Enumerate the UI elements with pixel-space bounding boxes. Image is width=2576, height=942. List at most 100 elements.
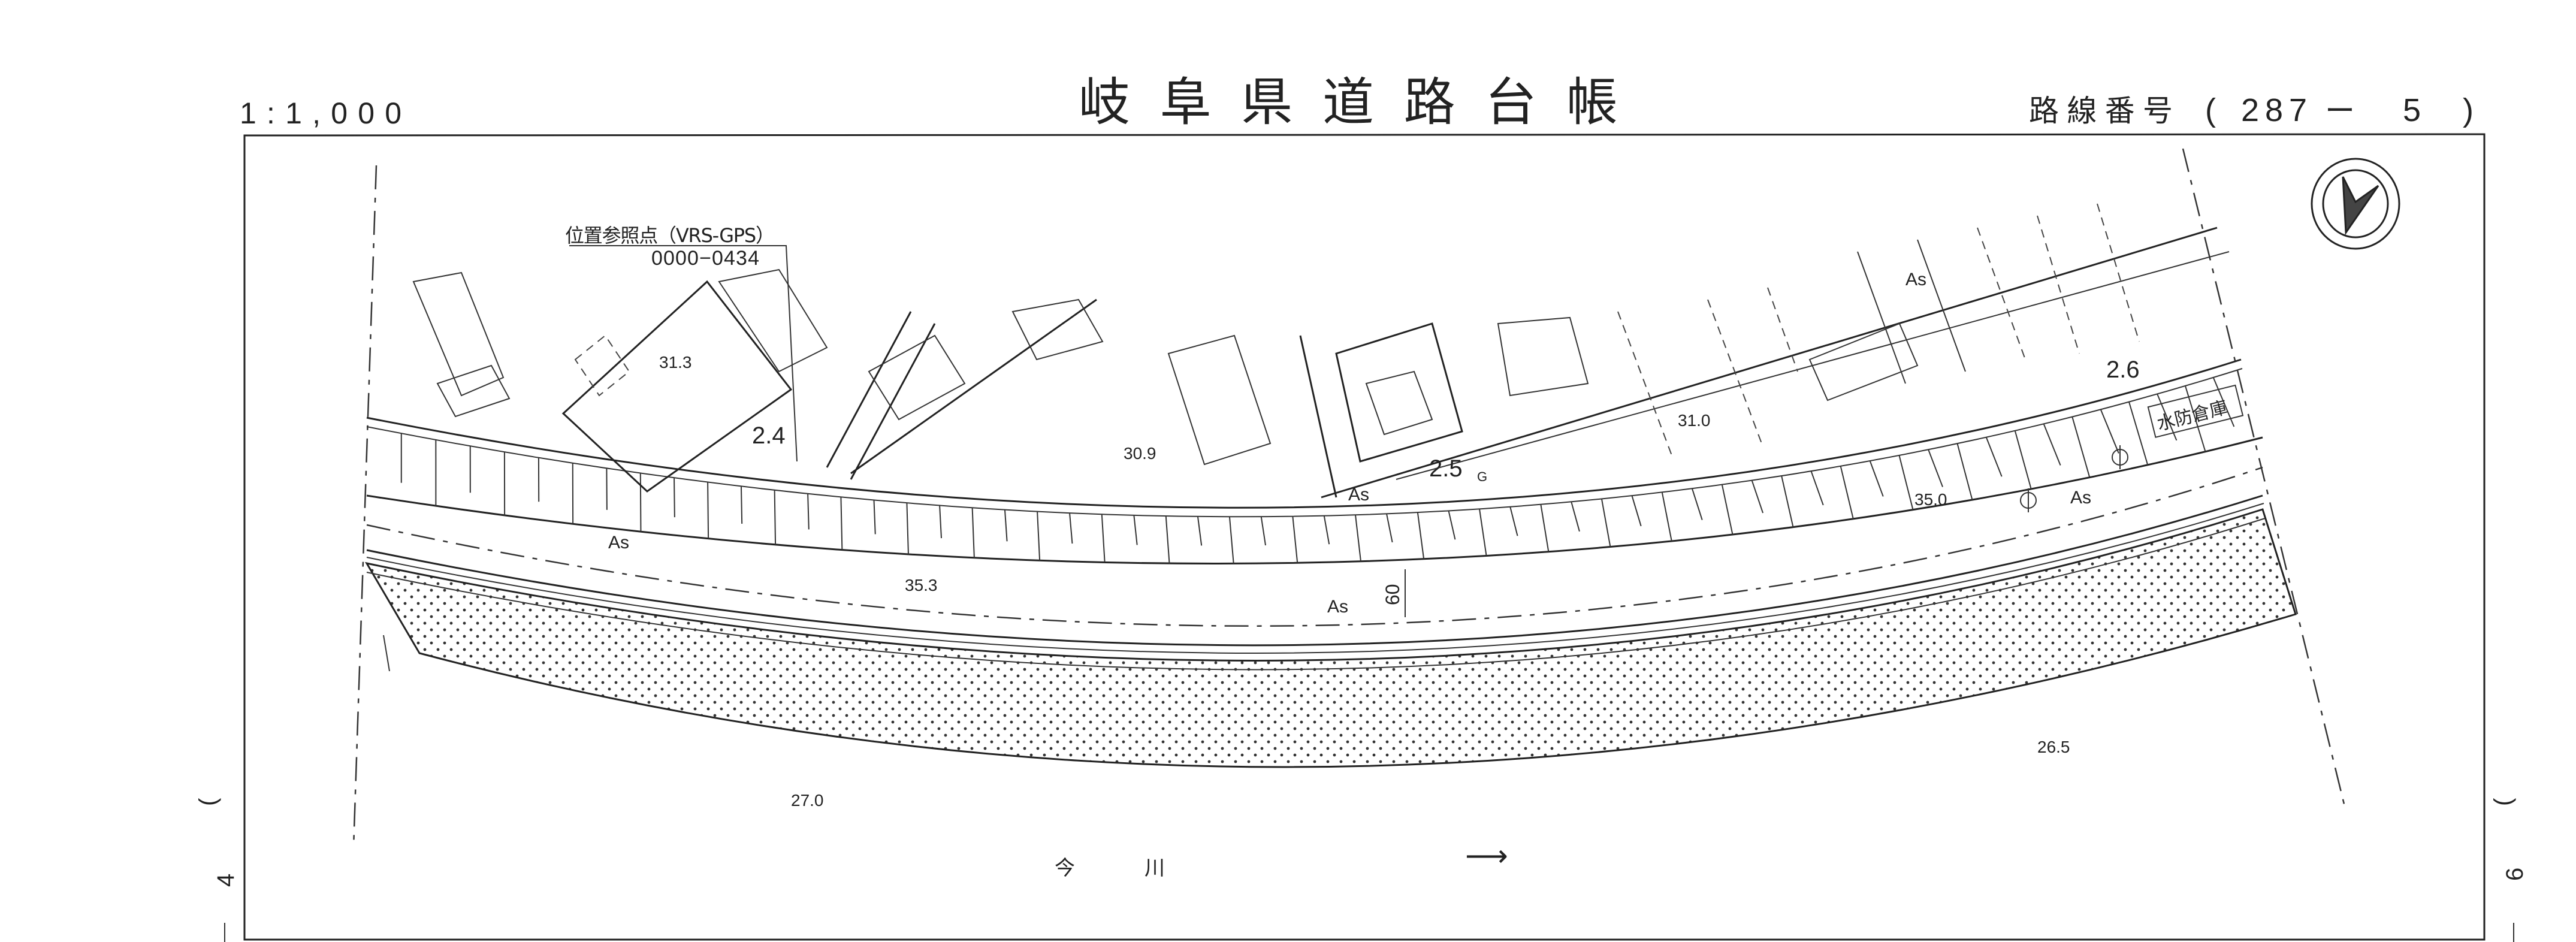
- sidewalk-hatch-line: [1260, 516, 1267, 546]
- sidewalk-width: 2.5: [1429, 455, 1463, 482]
- route-label: 路線番号: [2029, 93, 2173, 128]
- sidewalk-hatch-line: [1898, 455, 1914, 510]
- building: [718, 268, 828, 373]
- road-centerline: [366, 466, 2263, 627]
- sidewalk-width: 2.4: [752, 422, 786, 449]
- road-edge-south: [366, 494, 2263, 647]
- adjacent-sheet-number-left: 4: [213, 874, 239, 887]
- g-mark: G: [1477, 469, 1487, 484]
- sidewalk-hatch-line: [1133, 515, 1138, 545]
- sidewalk-hatch-line: [1479, 509, 1487, 556]
- building: [1808, 322, 1919, 401]
- road-width: 60: [1382, 584, 1403, 605]
- route-dash: ー: [2325, 93, 2355, 128]
- lot-lines: [1617, 203, 2140, 456]
- sidewalk-hatch-line: [1571, 502, 1580, 532]
- adjacent-sheet-number-right: 6: [2502, 868, 2528, 881]
- sidewalk-hatch-line: [674, 478, 675, 518]
- lane-edge-3: [1299, 335, 1337, 498]
- sidewalk-hatch-line: [1751, 480, 1764, 514]
- sidewalk-hatch-line: [2043, 423, 2061, 466]
- section-boundary-left: [352, 165, 378, 849]
- sidewalk-hatch-line: [1323, 515, 1330, 545]
- road-boundary-inner: [366, 368, 2243, 518]
- sidewalk-hatch-line: [1355, 515, 1361, 561]
- side-road-edge: [1321, 227, 2218, 499]
- route-number-value: 287: [2241, 92, 2307, 128]
- sidewalk-hatch-line: [1540, 504, 1550, 552]
- road-edge-south-inner: [366, 503, 2264, 654]
- route-number: 路線番号 ( 287 ー 5 ): [2029, 92, 2474, 128]
- road-boundary-line: [366, 358, 2242, 509]
- spot-elevation: 31.3: [659, 353, 692, 372]
- sidewalk-hatch-line: [1985, 437, 2003, 477]
- sidewalk-hatch-line: [1661, 492, 1672, 542]
- sidewalk-hatch-line: [1448, 511, 1456, 540]
- sidewalk-hatch-line: [1869, 460, 1884, 497]
- adjacent-sheet-right: ( 6: [2490, 798, 2528, 942]
- lot-lines-solid: [1857, 239, 1966, 384]
- pavement-label: As: [1348, 485, 1369, 505]
- pavement-label: As: [608, 533, 629, 552]
- embankment-edge: [366, 518, 2266, 671]
- map-title: 岐阜県道路台帳: [1079, 73, 1618, 132]
- margin-paren: (: [2490, 798, 2516, 806]
- spot-elevation: 30.9: [1124, 444, 1156, 463]
- pavement-label: As: [2070, 488, 2091, 508]
- sidewalk-hatch-line: [971, 508, 975, 558]
- sidewalk-hatch-line: [2100, 409, 2119, 454]
- building: [1497, 316, 1589, 397]
- spot-elevation: 35.0: [1914, 490, 1947, 509]
- pavement-label: As: [1905, 270, 1926, 289]
- sidewalk-hatch-line: [1928, 449, 1943, 487]
- sidewalk-hatch-line: [1417, 512, 1425, 559]
- embankment-tick: [383, 635, 390, 672]
- lane-edge-2: [850, 298, 1097, 475]
- building: [868, 334, 966, 421]
- utility-pole-icon: [2020, 488, 2037, 512]
- route-paren-open: (: [2205, 92, 2216, 128]
- sidewalk-hatch-line: [873, 500, 876, 535]
- pavement-labels: As As As As As: [608, 270, 2091, 617]
- route-paren-close: ): [2463, 92, 2474, 128]
- sidewalk-hatch-line: [1228, 517, 1234, 564]
- sidewalk-hatch-line: [2071, 416, 2091, 478]
- sidewalk-hatch-line: [1631, 495, 1642, 527]
- sidewalk-hatch-line: [2128, 401, 2149, 466]
- sidewalk-hatch-line: [1600, 499, 1611, 547]
- north-arrow-icon: [2311, 158, 2400, 250]
- lane-edge: [826, 311, 936, 480]
- sidewalk-hatch-line: [1721, 484, 1734, 535]
- sidewalk-hatch-line: [1004, 509, 1008, 542]
- sidewalk-hatch-line: [1165, 516, 1170, 564]
- sidewalk-hatch-line: [1840, 466, 1854, 520]
- river-flow-arrow-icon: ⟶: [1465, 838, 1508, 873]
- building-outline: [574, 334, 630, 397]
- sidewalk-width: 2.6: [2106, 357, 2140, 383]
- building: [412, 271, 505, 397]
- sidewalk-hatch-line: [939, 505, 943, 539]
- sidewalk-hatch-line: [807, 493, 810, 530]
- sidewalk-hatch-line: [1069, 513, 1073, 544]
- building: [1335, 322, 1463, 463]
- reference-point-label: 位置参照点（VRS-GPS）: [565, 224, 775, 247]
- sidewalk-hatch-line: [906, 503, 909, 554]
- spot-elevation: 27.0: [791, 791, 824, 810]
- scale-label: 1:1,000: [240, 96, 401, 130]
- reference-point-leader: [569, 245, 798, 462]
- section-boundary-right: [2182, 148, 2347, 810]
- building: [1365, 370, 1433, 436]
- sidewalk-hatch-line: [740, 486, 743, 524]
- river-name-2: 川: [1144, 856, 1165, 880]
- sidewalk-hatch-line: [1037, 511, 1041, 561]
- sidewalk-hatch-line: [1956, 443, 1973, 500]
- sidewalk-hatch-line: [1691, 488, 1703, 520]
- sidewalk-hatch-line: [1509, 506, 1518, 536]
- building: [1011, 298, 1104, 361]
- spot-elevation: 35.3: [905, 576, 938, 594]
- sidewalk-hatching: [400, 377, 2235, 564]
- sidewalk-hatch-line: [1781, 475, 1794, 527]
- river-name-1: 今: [1055, 856, 1075, 880]
- pavement-label: As: [1327, 597, 1348, 617]
